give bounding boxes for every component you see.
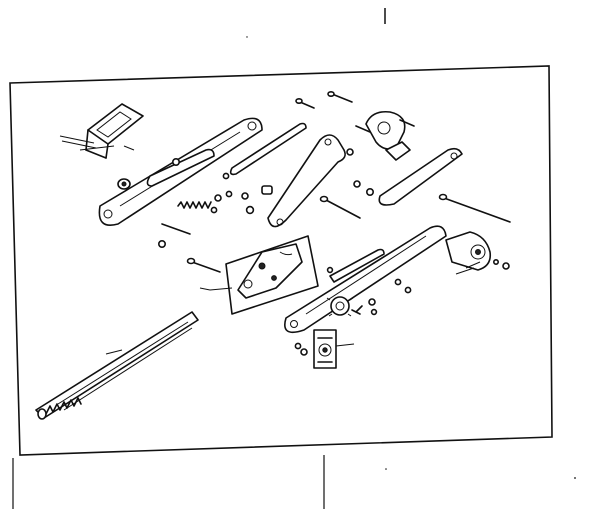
upper-link-bar [229,122,307,176]
left-spacer [186,257,221,273]
washer-set-a [172,148,374,215]
right-side-plate [284,225,447,334]
release-valve-gear [326,296,363,317]
power-unit-callout-box [209,235,319,315]
right-long-pin [438,193,511,223]
small-roller [117,178,131,190]
callout-leaders [123,145,481,291]
nut-lower-3 [394,278,402,286]
pump-yoke-assembly [365,110,415,161]
caster-wheel-callout-box [313,329,355,369]
scan-speck [246,36,248,38]
pump-cylinder-block [445,231,510,275]
return-spring [177,201,212,209]
pin-top-2 [327,91,353,103]
pin-top-1 [295,98,315,109]
right-pin-upper [319,195,361,219]
left-nut [158,240,167,249]
pin-top-3 [355,125,371,133]
caster-washer-1 [294,342,302,350]
scan-speck [385,468,387,470]
caster-washer-2 [300,348,308,356]
jack-handle [35,311,199,420]
nut-lower-2 [370,308,378,316]
nut-lower-4 [404,286,412,294]
diagram-frame [9,65,553,456]
nut-lower-1 [368,298,376,306]
left-pin [161,223,191,235]
handle-socket-part [59,103,144,159]
left-side-plate [98,117,263,226]
scan-speck [574,477,576,479]
center-link-arm [267,134,346,228]
nut-lower-5 [326,266,334,274]
right-lift-arm [378,147,463,206]
